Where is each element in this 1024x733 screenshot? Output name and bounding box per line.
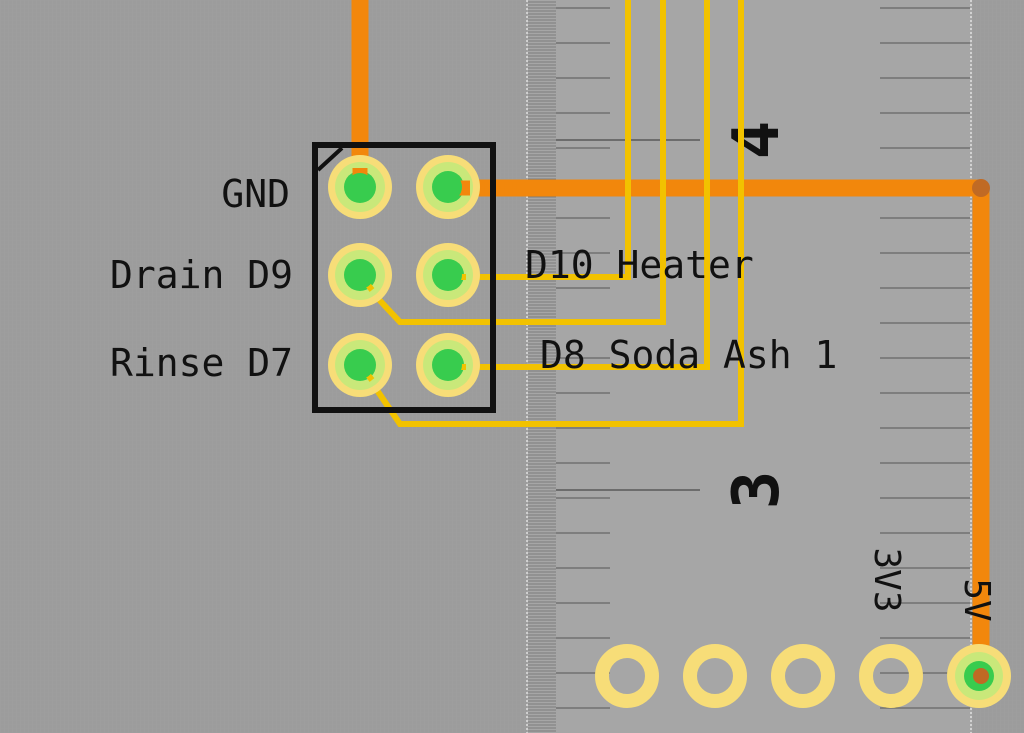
power-pad-5v[interactable] [947, 644, 1011, 708]
trace-via [972, 179, 990, 197]
heater-pad-center [434, 261, 462, 289]
soda-pad-center [434, 351, 462, 379]
drain-pad-center [346, 261, 374, 289]
trace-4 [367, 0, 744, 427]
trace-1 [462, 0, 631, 280]
power-header-pads [595, 644, 1011, 708]
power-pad-3[interactable] [771, 644, 835, 708]
ruler-label-lower: 3 [720, 471, 794, 510]
label-3v3: 3V3 [866, 547, 907, 612]
gnd-pad-center-2 [434, 173, 462, 201]
label-soda: D8 Soda Ash 1 [540, 333, 837, 377]
ruler-label-upper: 4 [720, 121, 794, 160]
label-heater: D10 Heater [525, 243, 754, 287]
ruler-major-ticks [556, 7, 970, 709]
label-rinse: Rinse D7 [110, 341, 293, 385]
ruler-fine-ticks [528, 1, 556, 732]
label-5v: 5V [956, 578, 997, 621]
trace-3 [462, 0, 710, 370]
connector-outline [312, 142, 496, 413]
top-layer-traces [351, 0, 990, 676]
label-drain: Drain D9 [110, 253, 293, 297]
power-pad-3v3[interactable] [859, 644, 923, 708]
rinse-pad-center [346, 351, 374, 379]
gnd-pad-center-1 [346, 173, 374, 201]
pin-labels: GND Drain D9 Rinse D7 D10 Heater D8 Soda… [110, 172, 837, 385]
power-pad-2[interactable] [683, 644, 747, 708]
power-pad-1[interactable] [595, 644, 659, 708]
label-gnd: GND [221, 172, 290, 216]
trace-2 [367, 0, 666, 325]
bottom-layer-traces [367, 0, 744, 427]
